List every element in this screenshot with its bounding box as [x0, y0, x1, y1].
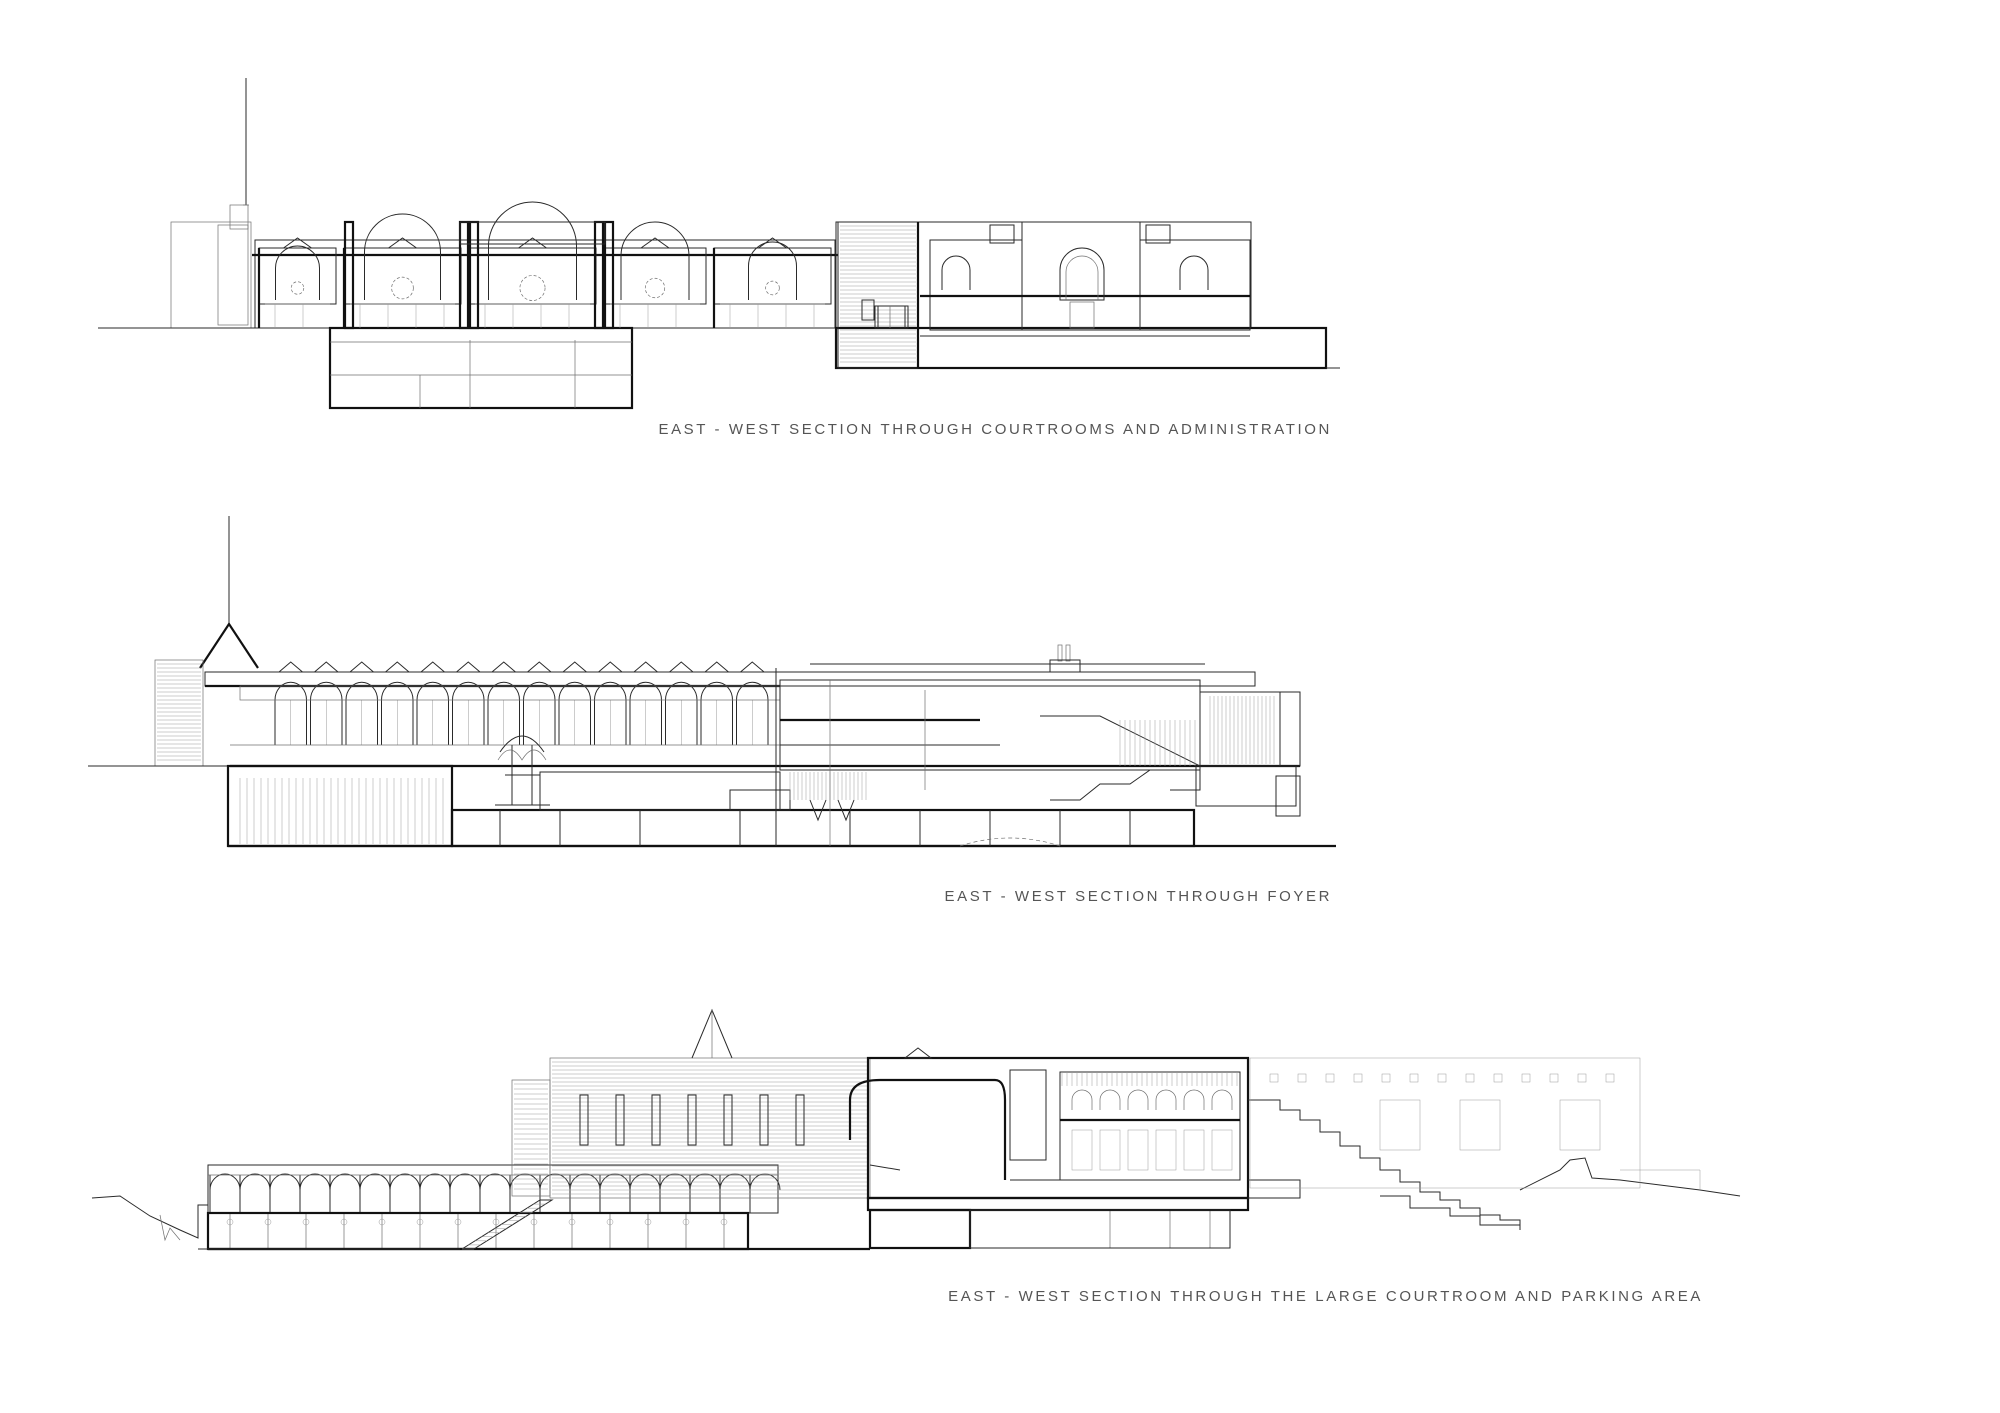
section-caption-3: EAST - WEST SECTION THROUGH THE LARGE CO… [948, 1288, 1703, 1305]
section-3-drawing [91, 1008, 1741, 1251]
section-1-drawing [98, 78, 1340, 410]
section-caption-2: EAST - WEST SECTION THROUGH FOYER [944, 888, 1332, 905]
section-2-drawing [88, 516, 1336, 848]
section-caption-1: EAST - WEST SECTION THROUGH COURTROOMS A… [658, 421, 1332, 438]
